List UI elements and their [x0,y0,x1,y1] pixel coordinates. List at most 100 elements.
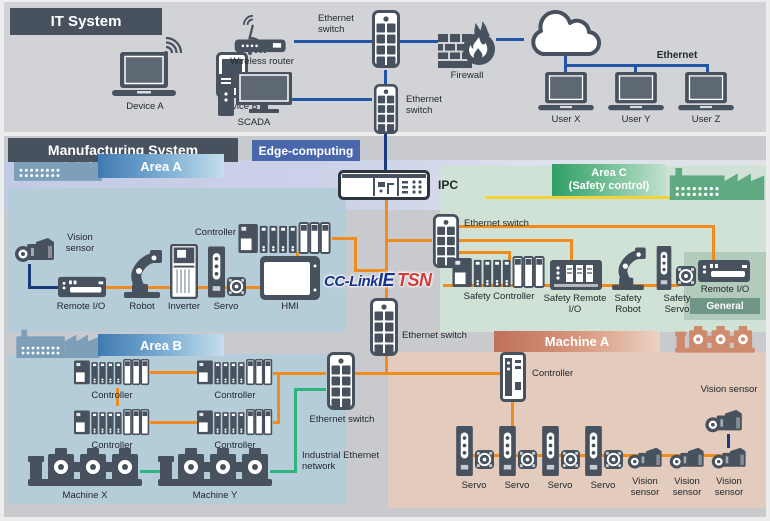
vision-sensor-area-a-label: Vision sensor [65,232,95,255]
remote-io-area-a-icon [58,276,106,298]
scada-label: SCADA [237,117,271,128]
link-router-switch [294,40,372,43]
ethernet-switch-mid-icon [372,84,400,134]
link-controllerA-out [332,237,356,240]
link-visionA-down [28,264,31,289]
link-switchB-machineA [354,372,504,375]
link-c3-c4 [150,421,197,424]
servo-ma1-motor-icon [475,450,494,469]
servo-ma4-icon [585,426,602,476]
industrial-ethernet-label: Industrial Ethernet network [302,450,380,473]
inverter-label: Inverter [167,301,201,312]
ethernet-switch-area-c-label: Ethernet switch [464,218,529,229]
laptop-device-a [112,52,176,98]
vision-sensor-ma2-label: Vision sensor [672,476,702,499]
ipc-icon [338,170,430,200]
remote-io-general-icon [698,260,750,282]
link-switch-ipc [384,134,387,172]
machine-x-label: Machine X [62,490,108,501]
link-switch-switch [384,70,387,84]
remote-io-area-a-label: Remote I/O [56,301,106,312]
machine-a-panel [388,352,766,508]
machine-a-banner: Machine A [494,331,660,352]
firewall-icon [438,20,496,68]
controller-b4-label: Controller [214,440,256,451]
edge-computing-banner: Edge-computing [252,140,360,161]
link-c1-c2 [150,371,197,374]
link-visionA-rio [28,286,58,289]
firewall-label: Firewall [450,70,484,81]
ethernet-switch-area-b-label: Ethernet switch [309,414,375,425]
vision-sensor-ma3-icon [710,446,750,472]
link-firewall-cloud [496,38,524,41]
controller-b3-icon [74,406,150,438]
ethernet-switch-mid-label: Ethernet switch [406,94,442,117]
inverter-icon [170,244,198,299]
vision-sensor-ma2-icon [668,446,708,472]
servo-ma1-icon [456,426,473,476]
link-c1-c3 [116,388,119,406]
green-switchB [294,388,326,391]
safety-controller-icon [452,256,546,288]
cloud-icon [522,10,608,64]
controller-b4-icon [197,406,273,438]
safety-yellow-line [486,196,722,199]
area-b-banner: Area B [98,334,224,356]
servo-ma4-label: Servo [590,480,616,491]
drop-safety-robot [508,251,511,261]
laptop-user-y [608,72,664,112]
device-b-label: Device B [219,101,258,112]
hmi-icon [260,256,320,300]
link-scada-switch [292,98,372,101]
link-switch-firewall [400,40,438,43]
safety-remote-io-label: Safety Remote I/O [543,293,607,316]
user-y-label: User Y [621,114,651,125]
controller-b1-label: Controller [91,390,133,401]
servo-ma2-motor-icon [518,450,537,469]
drop-user-z [706,64,709,73]
link-areaA-trunk [354,269,387,272]
machine-y-label: Machine Y [192,490,238,501]
servo-ma1-label: Servo [461,480,487,491]
drop-general-rio [712,225,715,263]
vision-sensor-ma-top-label: Vision sensor [700,384,758,395]
safety-servo-motor-icon [676,266,696,286]
tsn-trunk [385,200,388,300]
servo-ma2-icon [499,426,516,476]
controller-b3-label: Controller [91,440,133,451]
wireless-router-label: Wireless router [230,56,294,67]
controller-machine-a-label: Controller [532,368,574,379]
drop-user-y [634,64,637,73]
trunk-lower [385,356,388,374]
green-machineY [270,470,297,473]
controller-area-a-icon [238,222,332,254]
central-ethernet-switch-icon [370,298,398,356]
laptop-user-z [678,72,734,112]
user-x-label: User X [551,114,581,125]
link-c2-switchB [273,372,326,375]
servo-area-a-icon [208,245,225,299]
general-banner: General [690,298,760,314]
safety-controller-label: Safety Controller [463,291,535,302]
machine-y-icon [158,448,272,488]
machine-icon-machine-a [664,326,766,354]
central-ethernet-switch-label: Ethernet switch [402,330,467,341]
vision-sensor-ma-top-icon [704,408,746,436]
vision-sensor-ma1-icon [626,446,666,472]
controller-b2-label: Controller [214,390,256,401]
safety-remote-io-icon [550,260,602,290]
controller-area-a-label: Controller [194,227,236,238]
areaC-branch-general [458,225,714,228]
safety-servo-label: Safety Servo [663,293,691,316]
link-cloud-bus [564,54,567,72]
ethernet-switch-area-b-icon [326,352,356,410]
safety-robot-icon [606,244,650,290]
factory-icon-area-c [668,166,766,200]
ethernet-label: Ethernet [656,50,698,61]
controller-machine-a-icon [500,352,526,402]
servo-ma3-motor-icon [561,450,580,469]
hmi-label: HMI [281,301,299,312]
scada-tower-icon [218,74,234,116]
